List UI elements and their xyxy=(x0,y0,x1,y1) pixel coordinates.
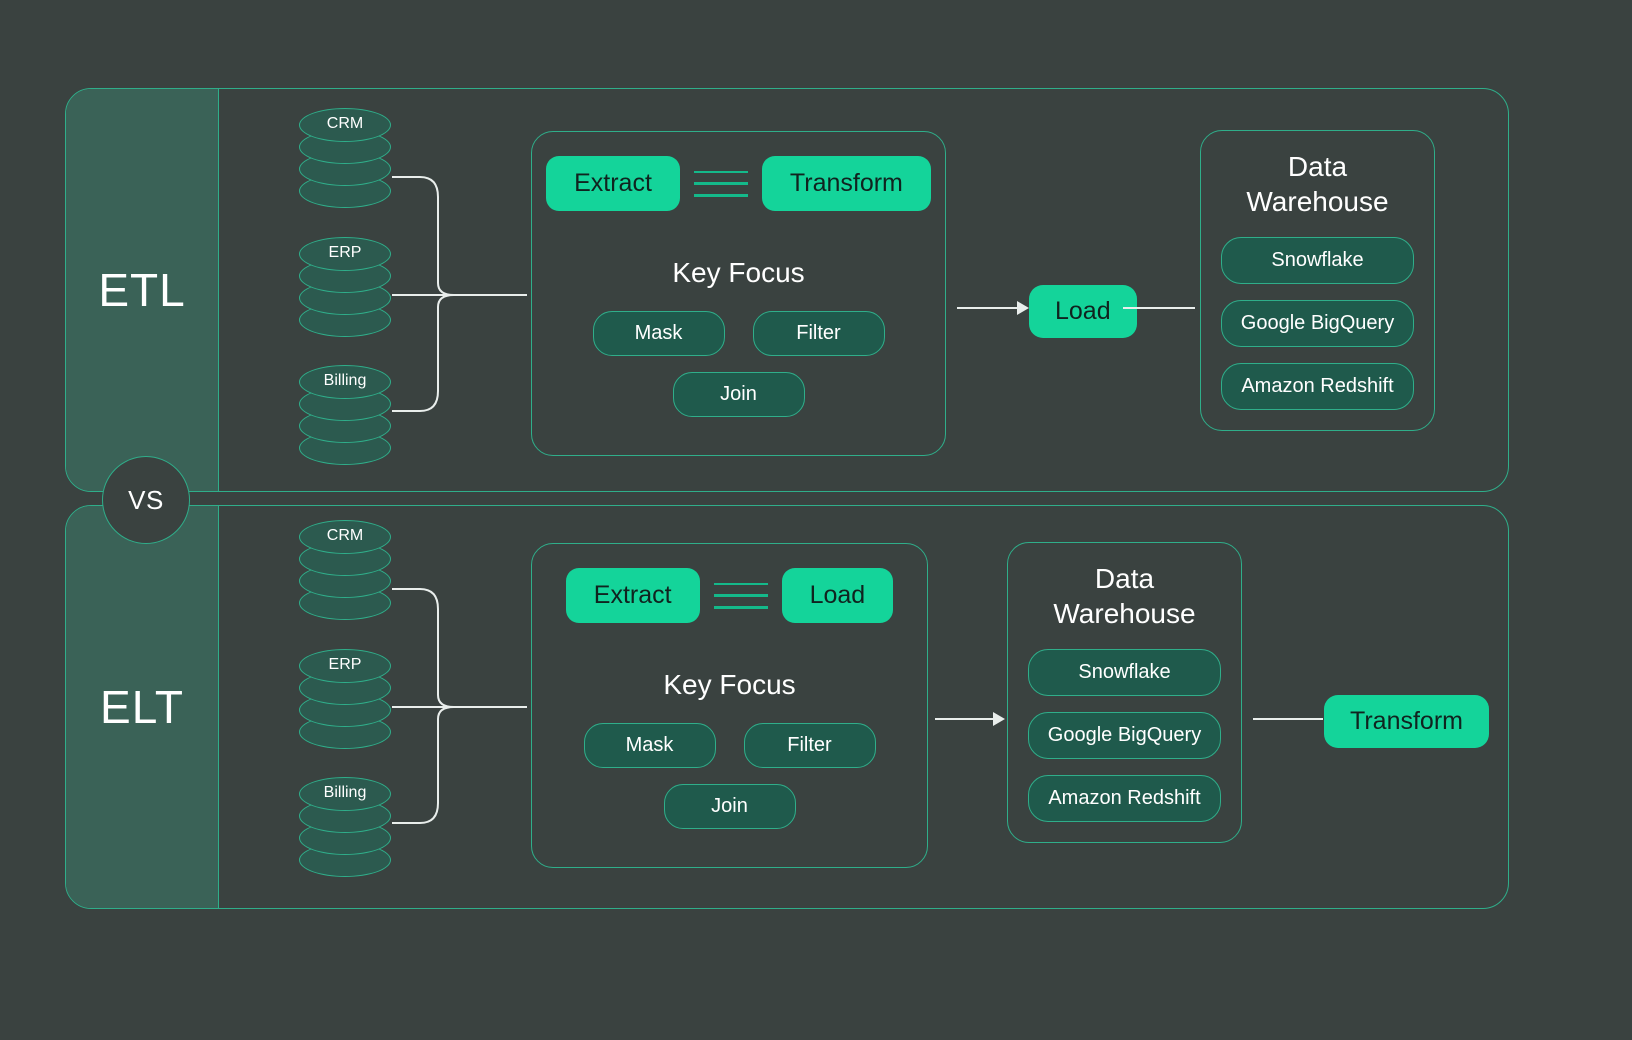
etl-focus-mask[interactable]: Mask xyxy=(592,311,725,356)
db-label: Billing xyxy=(323,784,367,801)
etl-source-billing: Billing xyxy=(299,365,391,465)
etl-warehouse-redshift[interactable]: Amazon Redshift xyxy=(1221,363,1414,410)
db-disc-top: Billing xyxy=(299,777,391,811)
elt-warehouse-title: Data Warehouse xyxy=(1053,563,1196,629)
etl-stage-transform[interactable]: Transform xyxy=(761,156,931,211)
etl-warehouse-bigquery[interactable]: Google BigQuery xyxy=(1221,300,1414,347)
etl-load-pill[interactable]: Load xyxy=(1029,285,1137,338)
etl-warehouse-title: Data Warehouse xyxy=(1246,151,1389,217)
etl-stage-extract[interactable]: Extract xyxy=(546,156,680,211)
elt-focus-mask[interactable]: Mask xyxy=(583,723,716,768)
elt-warehouse-bigquery[interactable]: Google BigQuery xyxy=(1028,712,1221,759)
db-disc-top: CRM xyxy=(299,520,391,554)
elt-source-erp: ERP xyxy=(299,649,391,749)
etl-source-erp: ERP xyxy=(299,237,391,337)
db-label: CRM xyxy=(326,527,364,544)
elt-focus-filter[interactable]: Filter xyxy=(743,723,876,768)
db-label: Billing xyxy=(323,372,367,389)
db-label: ERP xyxy=(328,656,362,673)
db-disc-top: CRM xyxy=(299,108,391,142)
elt-stage-load[interactable]: Load xyxy=(781,568,894,623)
elt-stage-extract[interactable]: Extract xyxy=(565,568,700,623)
etl-label: ETL xyxy=(98,264,186,316)
elt-label: ELT xyxy=(100,681,184,733)
etl-source-crm: CRM xyxy=(299,108,391,208)
elt-warehouse-redshift[interactable]: Amazon Redshift xyxy=(1028,775,1221,822)
etl-process-card: Extract Transform Key Focus Mask Filter … xyxy=(531,131,946,456)
etl-label-column: ETL xyxy=(66,89,219,491)
elt-label-column: ELT xyxy=(66,506,219,908)
elt-key-focus-title: Key Focus xyxy=(663,669,796,700)
vs-badge: VS xyxy=(102,456,190,544)
etl-data-warehouse: Data Warehouse Snowflake Google BigQuery… xyxy=(1200,130,1435,431)
etl-focus-join[interactable]: Join xyxy=(672,372,805,417)
etl-warehouse-snowflake[interactable]: Snowflake xyxy=(1221,237,1414,284)
etl-load-to-warehouse-line xyxy=(1123,307,1195,309)
stage-link-lines-icon xyxy=(693,170,748,197)
elt-process-card: Extract Load Key Focus Mask Filter Join xyxy=(531,543,928,868)
elt-warehouse-snowflake[interactable]: Snowflake xyxy=(1028,649,1221,696)
etl-key-focus-title: Key Focus xyxy=(672,257,805,288)
elt-panel: ELT xyxy=(65,505,1509,909)
etl-panel: ETL xyxy=(65,88,1509,492)
stage-link-lines-icon xyxy=(713,582,768,609)
db-label: ERP xyxy=(328,244,362,261)
etl-focus-filter[interactable]: Filter xyxy=(752,311,885,356)
elt-source-billing: Billing xyxy=(299,777,391,877)
elt-data-warehouse: Data Warehouse Snowflake Google BigQuery… xyxy=(1007,542,1242,843)
db-label: CRM xyxy=(326,115,364,132)
elt-source-crm: CRM xyxy=(299,520,391,620)
db-disc-top: ERP xyxy=(299,237,391,271)
db-disc-top: Billing xyxy=(299,365,391,399)
elt-focus-join[interactable]: Join xyxy=(663,784,796,829)
elt-transform-pill[interactable]: Transform xyxy=(1324,695,1489,748)
db-disc-top: ERP xyxy=(299,649,391,683)
vs-label: VS xyxy=(128,484,164,515)
elt-warehouse-to-transform-line xyxy=(1253,718,1323,720)
